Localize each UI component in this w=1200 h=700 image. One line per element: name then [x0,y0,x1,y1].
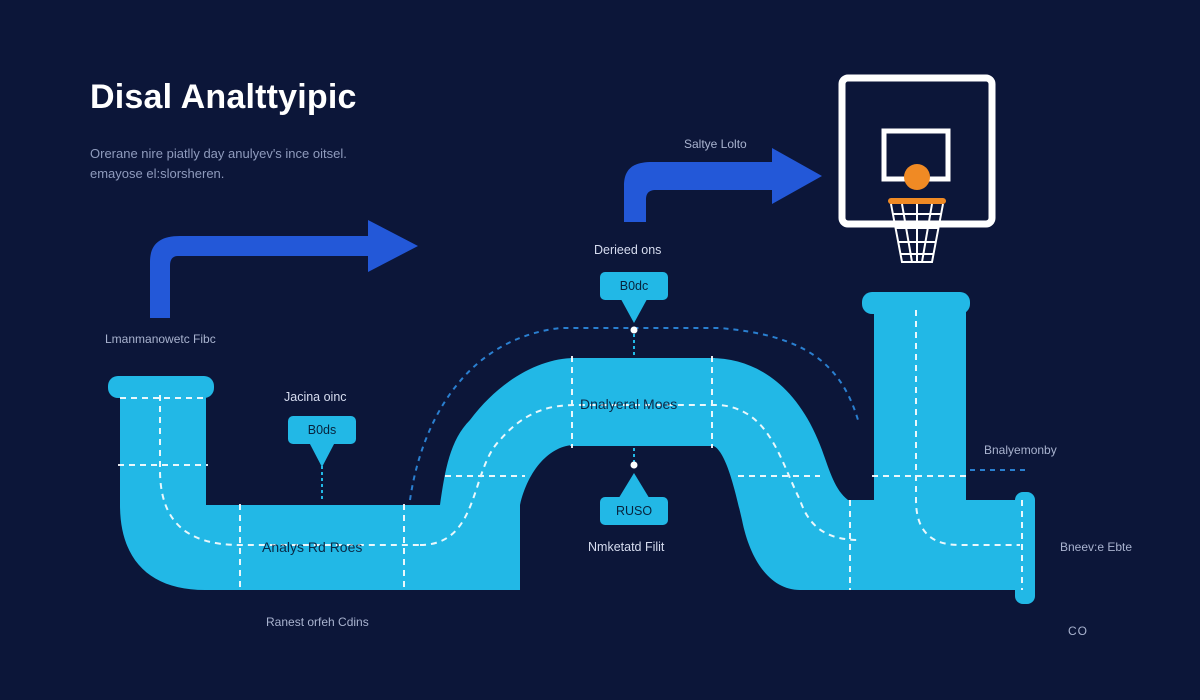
callout-stems [309,299,649,500]
bottom-label: Ranest orfeh Cdins [266,615,369,629]
page-title: Disal Analttyipic [90,78,357,116]
pipe-left-label: Analys Rd Roes [262,539,363,555]
pipe-mid-label: Dnalyeral Moes [580,396,678,412]
pipe-seams [118,310,1023,592]
pipe-rise [415,358,575,590]
pipe-fall [710,358,848,590]
callout3-box: RUSO [600,497,668,525]
pipe-right-cap [862,292,970,314]
right-lower-label: Bneev:e Ebte [1060,540,1133,554]
subtitle-line-1: Orerane nire piatlly day anulyev's ince … [90,146,347,161]
arrow-right-icon [150,220,418,318]
callout1-box: B0ds [288,416,356,444]
pipe [108,292,1035,604]
callout2-heading: Derieed ons [594,243,662,257]
pipe-top [570,358,715,446]
dashed-guides [409,327,1030,501]
basketball-hoop-icon [838,74,996,263]
top-arrow-label: Saltye Lolto [684,137,747,151]
subtitle-line-2: emayose el:slorsheren. [90,166,225,181]
pipe-right-flange [1015,492,1035,604]
right-upper-label: Bnalyemonby [984,443,1057,457]
pipe-right-vertical [874,305,966,505]
callout1-heading: Jacina oinc [284,390,347,404]
callout2-box: B0dc [600,272,668,300]
left-arrow-label: Lmanmanowetc Fibc [105,332,216,346]
corner-mark: CO [1068,624,1088,638]
arrow-top-icon [624,148,822,222]
callout3-caption: Nmketatd Filit [588,540,665,554]
pipe-bottom-right [845,500,1023,590]
pipe-left-vertical [120,394,206,504]
pipe-left-cap [108,376,214,398]
